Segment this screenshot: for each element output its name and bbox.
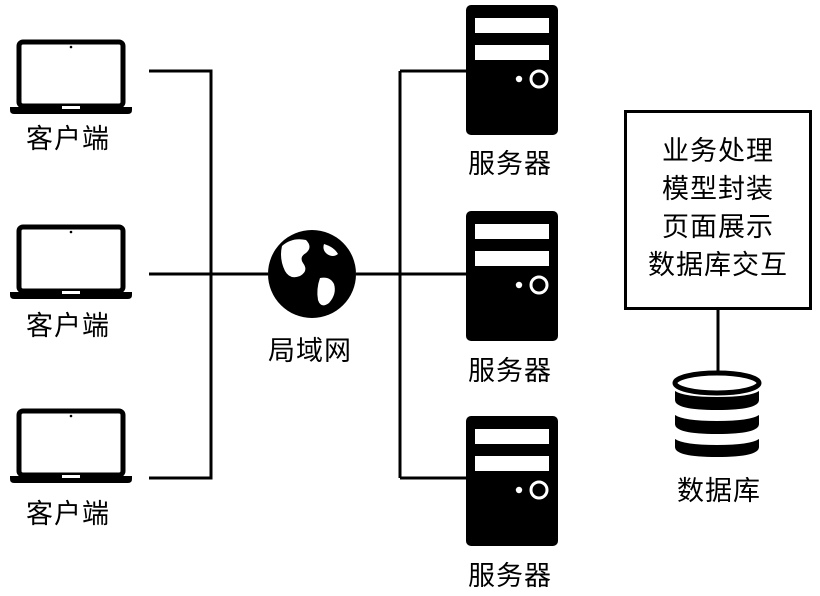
function-item: 页面展示: [662, 212, 774, 243]
server-2-label: 服务器: [468, 356, 552, 387]
database-icon: [672, 370, 762, 457]
client-3-label: 客户端: [26, 499, 110, 530]
client-1-label: 客户端: [26, 124, 110, 155]
function-list: 业务处理 模型封装 页面展示 数据库交互: [627, 133, 809, 285]
server-1-label: 服务器: [468, 149, 552, 180]
server-2-icon: [466, 211, 558, 341]
client-3-connector: [149, 274, 213, 480]
network-globe-icon: [268, 230, 356, 318]
server-3-icon: [466, 416, 558, 546]
database-label: 数据库: [677, 476, 761, 507]
server-1-icon: [466, 5, 558, 135]
function-item: 业务处理: [662, 136, 774, 167]
function-box: 业务处理 模型封装 页面展示 数据库交互: [624, 110, 812, 310]
connector-lines: [149, 69, 720, 480]
client-3-laptop-icon: [10, 408, 132, 483]
client-2-label: 客户端: [26, 311, 110, 342]
server-3-label: 服务器: [468, 561, 552, 592]
client-2-laptop-icon: [10, 224, 132, 299]
function-item: 模型封装: [662, 174, 774, 205]
network-label: 局域网: [268, 336, 352, 367]
client-1-connector: [149, 69, 213, 274]
client-1-laptop-icon: [10, 39, 132, 114]
function-item: 数据库交互: [648, 250, 788, 281]
